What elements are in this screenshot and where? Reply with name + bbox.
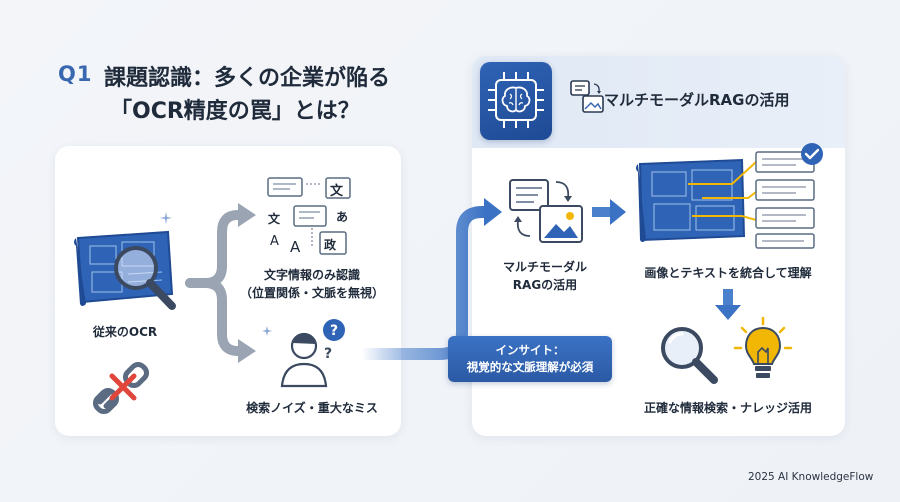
glyph: 政 <box>324 238 337 252</box>
blue-flow-arrow <box>362 206 486 360</box>
copyright-footer: 2025 AI KnowledgeFlow <box>748 471 874 483</box>
text-fragments-icon: 文 文 あ A A 政 <box>264 174 358 258</box>
branch-arrow <box>185 210 245 356</box>
search-icon <box>661 327 718 384</box>
svg-text:?: ? <box>324 346 332 362</box>
rag-label-line2: RAGの活用 <box>512 278 578 292</box>
question-number: Q1 <box>58 62 93 86</box>
svg-text:?: ? <box>330 323 338 339</box>
glyph: A <box>290 238 301 256</box>
rag-to-integrate-arrowhead <box>610 199 626 225</box>
check-badge-icon <box>801 143 823 165</box>
text-only-label: 文字情報のみ認識 <box>263 268 360 282</box>
glyph: A <box>270 234 279 249</box>
glyph: 文 <box>268 212 281 226</box>
page-title-line1: 課題認識：多くの企業が陥る <box>104 66 391 91</box>
brain-chip-icon <box>488 72 544 128</box>
branch-arrowhead-up <box>238 203 256 227</box>
blueprint-magnifier-icon <box>74 230 176 310</box>
insight-line1: インサイト： <box>495 343 565 357</box>
down-arrow-shaft <box>723 289 733 307</box>
sparkle-icon <box>160 212 172 224</box>
sparkle-icon <box>262 326 272 336</box>
broken-link-icon <box>92 361 150 415</box>
insight-badge: インサイト： 視覚的な文脈理解が必須 <box>448 336 612 382</box>
glyph: 文 <box>330 184 344 199</box>
confused-person-icon: ? ? <box>280 319 345 388</box>
lightbulb-icon <box>733 316 793 378</box>
doc-image-icon <box>570 80 604 113</box>
integrated-blueprint-icon <box>636 151 815 249</box>
insight-line2: 視覚的な文脈理解が必須 <box>466 360 594 374</box>
multimodal-doc-icon <box>509 179 583 243</box>
page-title-line2: 「OCR精度の罠」とは？ <box>110 99 360 124</box>
accurate-search-label: 正確な情報検索・ナレッジ活用 <box>643 401 812 415</box>
rag-header-label: マルチモーダルRAGの活用 <box>604 91 790 109</box>
rag-to-integrate-arrow <box>592 207 612 217</box>
down-arrow-head <box>715 305 741 320</box>
noise-label: 検索ノイズ・重大なミス <box>246 401 378 415</box>
branch-arrowhead-down <box>238 339 256 363</box>
text-only-sub-label: （位置関係・文脈を無視） <box>239 286 384 300</box>
rag-label-line1: マルチモーダル <box>502 260 587 274</box>
glyph: あ <box>336 210 349 224</box>
blue-flow-arrowhead <box>484 198 502 226</box>
integrate-label: 画像とテキストを統合して理解 <box>644 266 812 280</box>
ocr-label: 従来のOCR <box>92 325 158 339</box>
